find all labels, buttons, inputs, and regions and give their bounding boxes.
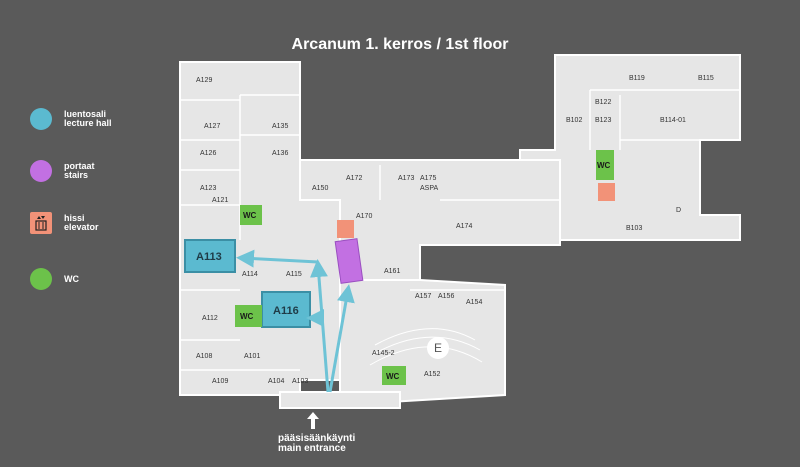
room-label: A101 bbox=[244, 353, 260, 360]
room-label: A156 bbox=[438, 293, 454, 300]
wc-label: WC bbox=[240, 312, 254, 321]
stairs-swatch-icon bbox=[30, 160, 52, 182]
legend-item-stairs: portaat stairs bbox=[30, 160, 95, 182]
room-label: A174 bbox=[456, 223, 472, 230]
room-label: A127 bbox=[204, 123, 220, 130]
main-entrance-en: main entrance bbox=[278, 443, 346, 454]
legend-lecture-hall-en: lecture hall bbox=[64, 118, 112, 128]
room-label: A121 bbox=[212, 197, 228, 204]
room-label: A135 bbox=[272, 123, 288, 130]
room-label: A154 bbox=[466, 299, 482, 306]
room-label: B102 bbox=[566, 117, 582, 124]
room-label: A126 bbox=[200, 150, 216, 157]
room-label: A157 bbox=[415, 293, 431, 300]
building-outline bbox=[179, 54, 741, 409]
room-label: A145-2 bbox=[372, 350, 395, 357]
room-label: A129 bbox=[196, 77, 212, 84]
room-label: B103 bbox=[626, 225, 642, 232]
legend-stairs-fi: portaat bbox=[64, 161, 95, 171]
legend-stairs-en: stairs bbox=[64, 170, 89, 180]
room-labels: A129 A127 A126 A123 A121 A135 A136 A150 … bbox=[196, 75, 714, 385]
room-e-label: E bbox=[434, 341, 442, 355]
room-e-marker bbox=[427, 337, 449, 359]
entrance-arrow-icon bbox=[307, 412, 319, 429]
wc-swatch-icon bbox=[30, 268, 52, 290]
main-entrance-label: pääsisäänkäynti main entrance bbox=[278, 434, 355, 454]
room-label: ASPA bbox=[420, 185, 438, 192]
legend-lecture-hall-fi: luentosali bbox=[64, 109, 107, 119]
wc-label: WC bbox=[243, 211, 257, 220]
room-label: A104 bbox=[268, 378, 284, 385]
stairs-marker bbox=[334, 238, 364, 284]
wc-room-3 bbox=[596, 150, 614, 180]
room-label: A172 bbox=[346, 175, 362, 182]
room-label: A123 bbox=[200, 185, 216, 192]
legend-item-lecture-hall: luentosali lecture hall bbox=[30, 108, 112, 130]
room-label: A136 bbox=[272, 150, 288, 157]
legend-elevator-en: elevator bbox=[64, 222, 99, 232]
wc-label: WC bbox=[597, 161, 611, 170]
map-title: Arcanum 1. kerros / 1st floor bbox=[291, 36, 509, 53]
route-arrows bbox=[236, 249, 355, 393]
main-entrance-fi: pääsisäänkäynti bbox=[278, 433, 356, 444]
room-label: A161 bbox=[384, 268, 400, 275]
interior-walls bbox=[180, 89, 740, 371]
room-label: B122 bbox=[595, 99, 611, 106]
room-a116-label: A116 bbox=[273, 305, 299, 317]
room-label: A152 bbox=[424, 371, 440, 378]
elevator-marker-right bbox=[598, 183, 615, 201]
room-label: B115 bbox=[698, 75, 714, 82]
elevator-marker-center bbox=[337, 220, 354, 238]
elevator-icon bbox=[30, 212, 52, 234]
room-a113 bbox=[184, 239, 236, 273]
legend-item-wc: WC bbox=[30, 268, 79, 290]
room-label: B114-01 bbox=[660, 117, 686, 124]
wc-label: WC bbox=[386, 372, 400, 381]
room-label: A108 bbox=[196, 353, 212, 360]
legend-wc-label: WC bbox=[64, 273, 79, 284]
room-label: A173 bbox=[398, 175, 414, 182]
room-label: A175 bbox=[420, 175, 436, 182]
room-label: B123 bbox=[595, 117, 611, 124]
legend-elevator-fi: hissi bbox=[64, 213, 85, 223]
wc-room-2 bbox=[235, 305, 262, 327]
room-label: A114 bbox=[242, 271, 258, 278]
room-label: A115 bbox=[286, 271, 302, 278]
room-label: A103 bbox=[292, 378, 308, 385]
wc-room-4 bbox=[382, 366, 406, 385]
room-a113-label: A113 bbox=[196, 251, 222, 263]
room-label: A109 bbox=[212, 378, 228, 385]
room-label: A170 bbox=[356, 213, 372, 220]
room-label: A112 bbox=[202, 315, 218, 322]
legend-item-elevator: hissi elevator bbox=[30, 212, 99, 234]
room-label: A150 bbox=[312, 185, 328, 192]
room-label: D bbox=[676, 207, 681, 214]
lecture-hall-swatch-icon bbox=[30, 108, 52, 130]
wc-room-1 bbox=[240, 205, 262, 225]
room-label: B119 bbox=[629, 75, 645, 82]
